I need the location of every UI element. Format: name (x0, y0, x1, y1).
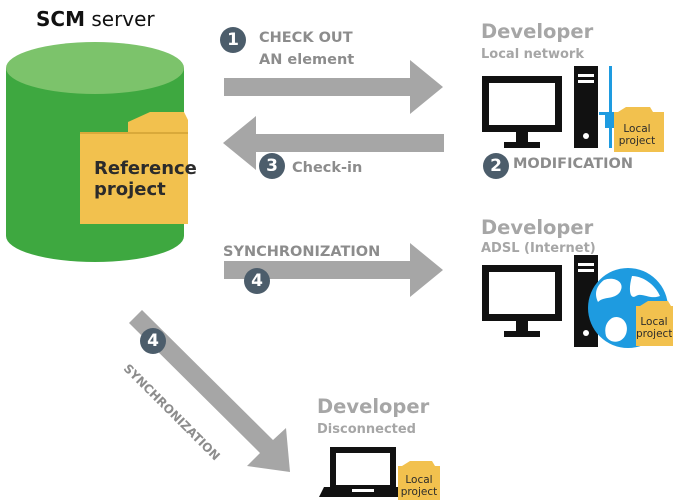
server-title-bold: SCM (36, 7, 85, 31)
server-title: SCM server (36, 9, 155, 29)
sync-disconnected-arrow (129, 310, 290, 472)
modification-label: MODIFICATION (513, 156, 633, 172)
step-badge-3 (259, 153, 285, 179)
local-folder-icon-1 (614, 107, 664, 152)
developer-2-folder-label: Local project (636, 316, 672, 340)
developer-3-title: Developer (317, 395, 430, 418)
checkout-label-line1: CHECK OUT (259, 30, 353, 46)
local-folder-icon-3 (398, 461, 440, 500)
server-cylinder-top (6, 42, 184, 94)
laptop-icon (319, 447, 407, 497)
step-number-4a: 4 (251, 271, 263, 291)
developer-1-title: Developer (481, 20, 594, 43)
server-title-rest: server (91, 7, 155, 31)
sync-adsl-label: SYNCHRONIZATION (223, 244, 381, 260)
step-number-1: 1 (227, 30, 239, 50)
step-number-2: 2 (490, 156, 502, 176)
developer-1-folder-label: Local project (618, 123, 656, 147)
sync-adsl-arrow (224, 243, 443, 297)
developer-3-folder-label: Local project (400, 474, 438, 498)
local-folder-icon-2 (636, 301, 673, 346)
checkin-label: Check-in (292, 160, 363, 176)
step-number-3: 3 (266, 156, 278, 176)
network-cable-icon (599, 66, 616, 148)
step-number-4b: 4 (147, 331, 159, 351)
developer-1-subtitle: Local network (481, 47, 584, 62)
desktop-computer-icon (482, 66, 598, 148)
step-badge-4b (140, 328, 166, 354)
step-badge-4a (244, 268, 270, 294)
developer-3-subtitle: Disconnected (317, 422, 416, 437)
reference-project-label: Reference project (94, 158, 197, 200)
step-badge-1 (220, 27, 246, 53)
checkin-arrow (223, 116, 444, 170)
checkout-label-line2: AN element (259, 52, 355, 68)
checkout-arrow (224, 60, 443, 114)
reference-folder-icon (80, 112, 188, 224)
step-badge-2 (483, 153, 509, 179)
desktop-computer-icon-2 (482, 255, 598, 347)
developer-2-subtitle: ADSL (Internet) (481, 241, 596, 256)
developer-2-title: Developer (481, 216, 594, 239)
